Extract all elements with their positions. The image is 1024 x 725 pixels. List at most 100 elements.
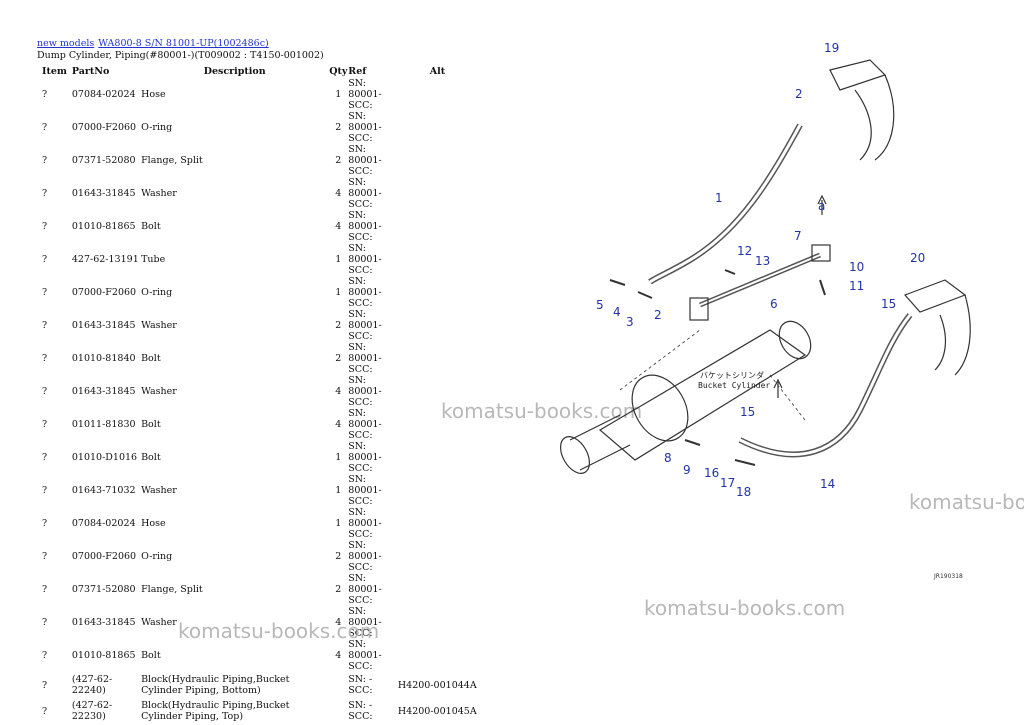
breadcrumb-link-new-models[interactable]: new models bbox=[37, 38, 95, 49]
cell-partno: 07371-52080 bbox=[71, 584, 136, 595]
cell-partno: 07000-F2060 bbox=[71, 122, 137, 133]
cell-description: Washer bbox=[141, 485, 177, 496]
callout-18: 18 bbox=[736, 485, 751, 499]
callout-15: 15 bbox=[881, 297, 896, 311]
parts-diagram: 19 2 1 a 7 12 13 10 11 5 4 3 2 6 20 15 1… bbox=[559, 41, 971, 580]
cell-item: ? bbox=[42, 386, 48, 397]
cell-qty: 2 bbox=[335, 551, 342, 562]
cell-ref: SN: 80001- SCC: bbox=[348, 144, 382, 177]
callout-13: 13 bbox=[755, 254, 770, 268]
callout-17: 17 bbox=[720, 476, 735, 490]
label-jp: バケットシリンダ bbox=[700, 370, 764, 380]
cylinder-rod bbox=[569, 414, 631, 471]
cell-item: ? bbox=[42, 122, 48, 133]
callout-5: 5 bbox=[596, 298, 604, 312]
breadcrumb-link-model[interactable]: WA800-8 S/N 81001-UP(1002486c) bbox=[98, 38, 269, 49]
cell-partno: 07084-02024 bbox=[71, 518, 136, 529]
cell-description: Bolt bbox=[141, 650, 161, 661]
cell-description: Flange, Split bbox=[141, 155, 203, 166]
cell-qty: 4 bbox=[335, 188, 342, 199]
table-row: ?(427-62-22230)Block(Hydraulic Piping,Bu… bbox=[37, 698, 477, 724]
cell-description: Bolt bbox=[141, 452, 161, 463]
cell-qty: 1 bbox=[335, 485, 342, 496]
cell-item: ? bbox=[42, 221, 48, 232]
cell-item: ? bbox=[42, 320, 48, 331]
column-header-alt: Alt bbox=[429, 66, 446, 77]
cell-item: ? bbox=[42, 617, 48, 628]
cell-item: ? bbox=[42, 353, 48, 364]
cylinder-body bbox=[598, 329, 807, 461]
parts-table: Item PartNo Description Qty Ref Alt ?070… bbox=[37, 65, 477, 724]
column-header-description: Description bbox=[203, 66, 266, 77]
cell-partno: 01010-D1016 bbox=[71, 452, 138, 463]
watermark-text: komatsu-books.com bbox=[178, 619, 380, 643]
callout-10: 10 bbox=[849, 260, 864, 274]
cell-item: ? bbox=[42, 254, 48, 265]
table-row: ? (427-62-22240) Block(Hydraulic Piping,Bu… bbox=[37, 672, 477, 698]
cell-partno: (427-62-22230) bbox=[71, 700, 113, 722]
column-header-partno: PartNo bbox=[71, 66, 110, 77]
cell-ref: SN: 80001- SCC: bbox=[348, 573, 382, 606]
cell-ref: SN: 80001- SCC: bbox=[348, 408, 382, 441]
cell-qty bbox=[328, 698, 348, 724]
hose-14-inner bbox=[739, 314, 912, 456]
cell-partno: 01010-81840 bbox=[71, 353, 136, 364]
rod-eye bbox=[559, 436, 591, 474]
cell-item: ? bbox=[42, 452, 48, 463]
arm-top bbox=[854, 74, 895, 161]
hose-1 bbox=[648, 123, 803, 285]
cell-alt bbox=[398, 441, 477, 474]
cell-item: ? bbox=[42, 584, 48, 595]
cell-ref: SN: 80001- SCC: bbox=[348, 540, 382, 573]
cell-ref: SN: 80001- SCC: bbox=[348, 177, 382, 210]
callout-2b: 2 bbox=[654, 308, 662, 322]
cell-item: ? bbox=[42, 419, 48, 430]
hose-1-inner bbox=[649, 124, 802, 284]
cell-alt bbox=[398, 474, 477, 507]
cell-qty: 4 bbox=[335, 386, 342, 397]
cell-qty: 2 bbox=[335, 122, 342, 133]
cell-item: ? bbox=[42, 287, 48, 298]
cell-item: ? bbox=[42, 551, 48, 562]
cell-item: ? bbox=[42, 679, 48, 691]
cell-ref: SN: 80001- SCC: bbox=[348, 276, 382, 309]
block-top bbox=[811, 244, 831, 262]
cell-partno: (427-62-22240) bbox=[71, 674, 113, 696]
cell-ref: SN: - SCC: bbox=[348, 674, 373, 696]
cell-ref: SN: 80001- SCC: bbox=[348, 309, 382, 342]
cell-item: ? bbox=[42, 188, 48, 199]
cell-partno: 01010-81865 bbox=[71, 221, 136, 232]
column-header-item: Item bbox=[42, 66, 67, 77]
cell-ref: SN: - SCC: bbox=[348, 700, 373, 722]
cell-qty: 1 bbox=[335, 287, 342, 298]
cell-qty: 4 bbox=[335, 617, 342, 628]
bracket-right bbox=[903, 279, 967, 313]
callout-9: 9 bbox=[683, 463, 691, 477]
cell-item: ? bbox=[42, 155, 48, 166]
cell-item: ? bbox=[42, 89, 48, 100]
cell-description: Block(Hydraulic Piping,Bucket Cylinder P… bbox=[141, 674, 290, 696]
bolts bbox=[609, 269, 826, 466]
callout-3: 3 bbox=[626, 315, 634, 329]
cell-item: ? bbox=[42, 705, 48, 717]
cell-description: Flange, Split bbox=[141, 584, 203, 595]
cell-qty: 2 bbox=[335, 320, 342, 331]
cell-qty: 1 bbox=[335, 89, 342, 100]
cell-qty: 4 bbox=[335, 221, 342, 232]
watermark-text: komatsu-books.com bbox=[441, 399, 643, 423]
cell-ref: SN: 80001- SCC: bbox=[348, 210, 382, 243]
cell-qty: 2 bbox=[335, 155, 342, 166]
cell-alt bbox=[398, 540, 477, 573]
cell-description: O-ring bbox=[141, 122, 173, 133]
cell-alt: H4200-001045A bbox=[397, 705, 477, 717]
